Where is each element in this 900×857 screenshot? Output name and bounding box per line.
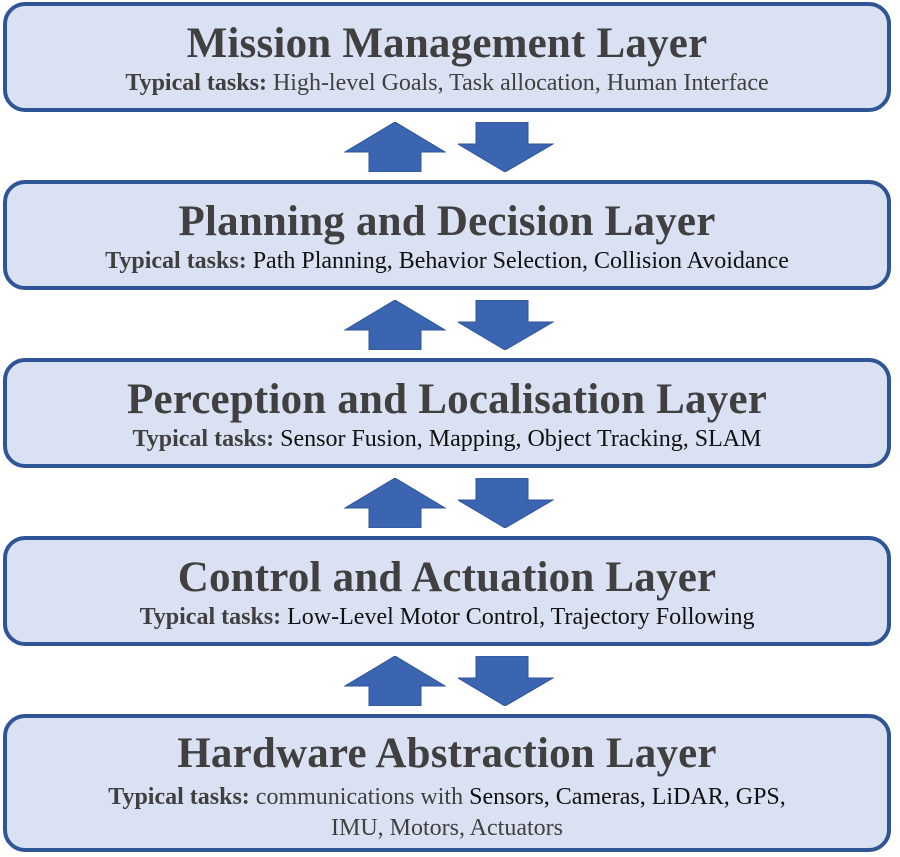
bidirectional-arrows-2: [340, 300, 556, 350]
hardware-abstraction-layer-box: Hardware Abstraction Layer Typical tasks…: [3, 714, 891, 852]
arrow-down-icon: [458, 478, 554, 528]
layer-title: Perception and Localisation Layer: [126, 376, 768, 423]
tasks-list: Sensors, Cameras, LiDAR, GPS,: [469, 784, 786, 810]
tasks-list-line2: IMU, Motors, Actuators: [331, 815, 563, 841]
layer-tasks: Typical tasks: Path Planning, Behavior S…: [7, 246, 887, 277]
perception-localisation-layer-box: Perception and Localisation Layer Typica…: [3, 358, 891, 468]
tasks-label: Typical tasks:: [105, 248, 247, 274]
arrow-up-icon: [344, 122, 446, 172]
bidirectional-arrows-4: [340, 656, 556, 706]
layer-tasks: Typical tasks: Low-Level Motor Control, …: [7, 602, 887, 633]
tasks-label: Typical tasks:: [125, 70, 267, 96]
tasks-list: Path Planning, Behavior Selection, Colli…: [252, 248, 789, 274]
layer-title: Mission Management Layer: [186, 20, 708, 67]
arrow-up-icon: [344, 478, 446, 528]
layer-tasks: Typical tasks: communications with Senso…: [7, 782, 887, 813]
tasks-list: High-level Goals, Task allocation, Human…: [272, 70, 769, 96]
bidirectional-arrows-1: [340, 122, 556, 172]
tasks-label: Typical tasks:: [108, 784, 250, 810]
tasks-label: Typical tasks:: [132, 426, 275, 452]
bidirectional-arrows-3: [340, 478, 556, 528]
layer-tasks: Typical tasks: Sensor Fusion, Mapping, O…: [7, 424, 887, 455]
layer-tasks: Typical tasks: High-level Goals, Task al…: [7, 68, 887, 99]
mission-management-layer-box: Mission Management Layer Typical tasks: …: [3, 2, 891, 112]
arrow-down-icon: [458, 656, 554, 706]
layer-title: Hardware Abstraction Layer: [177, 730, 717, 777]
layer-title: Control and Actuation Layer: [177, 554, 717, 601]
arrow-up-icon: [344, 300, 446, 350]
arrow-up-icon: [344, 656, 446, 706]
tasks-list: Low-Level Motor Control, Trajectory Foll…: [287, 604, 755, 630]
arrow-down-icon: [458, 300, 554, 350]
control-actuation-layer-box: Control and Actuation Layer Typical task…: [3, 536, 891, 646]
tasks-prefix: communications with: [255, 784, 464, 810]
layer-title: Planning and Decision Layer: [178, 198, 716, 245]
tasks-label: Typical tasks:: [139, 604, 282, 630]
tasks-list: Sensor Fusion, Mapping, Object Tracking,…: [280, 426, 762, 452]
planning-decision-layer-box: Planning and Decision Layer Typical task…: [3, 180, 891, 290]
arrow-down-icon: [458, 122, 554, 172]
